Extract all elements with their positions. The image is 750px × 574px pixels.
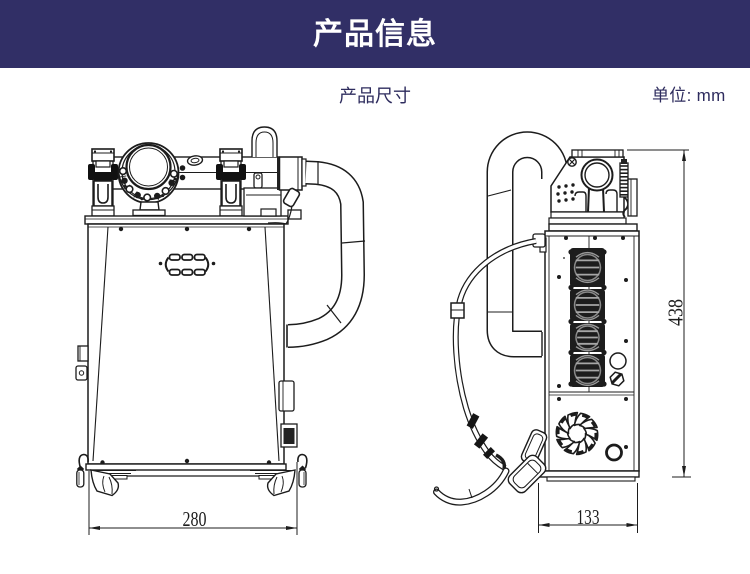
svg-text:133: 133 — [577, 505, 600, 529]
svg-text:280: 280 — [183, 507, 207, 531]
svg-text:438: 438 — [664, 299, 688, 326]
